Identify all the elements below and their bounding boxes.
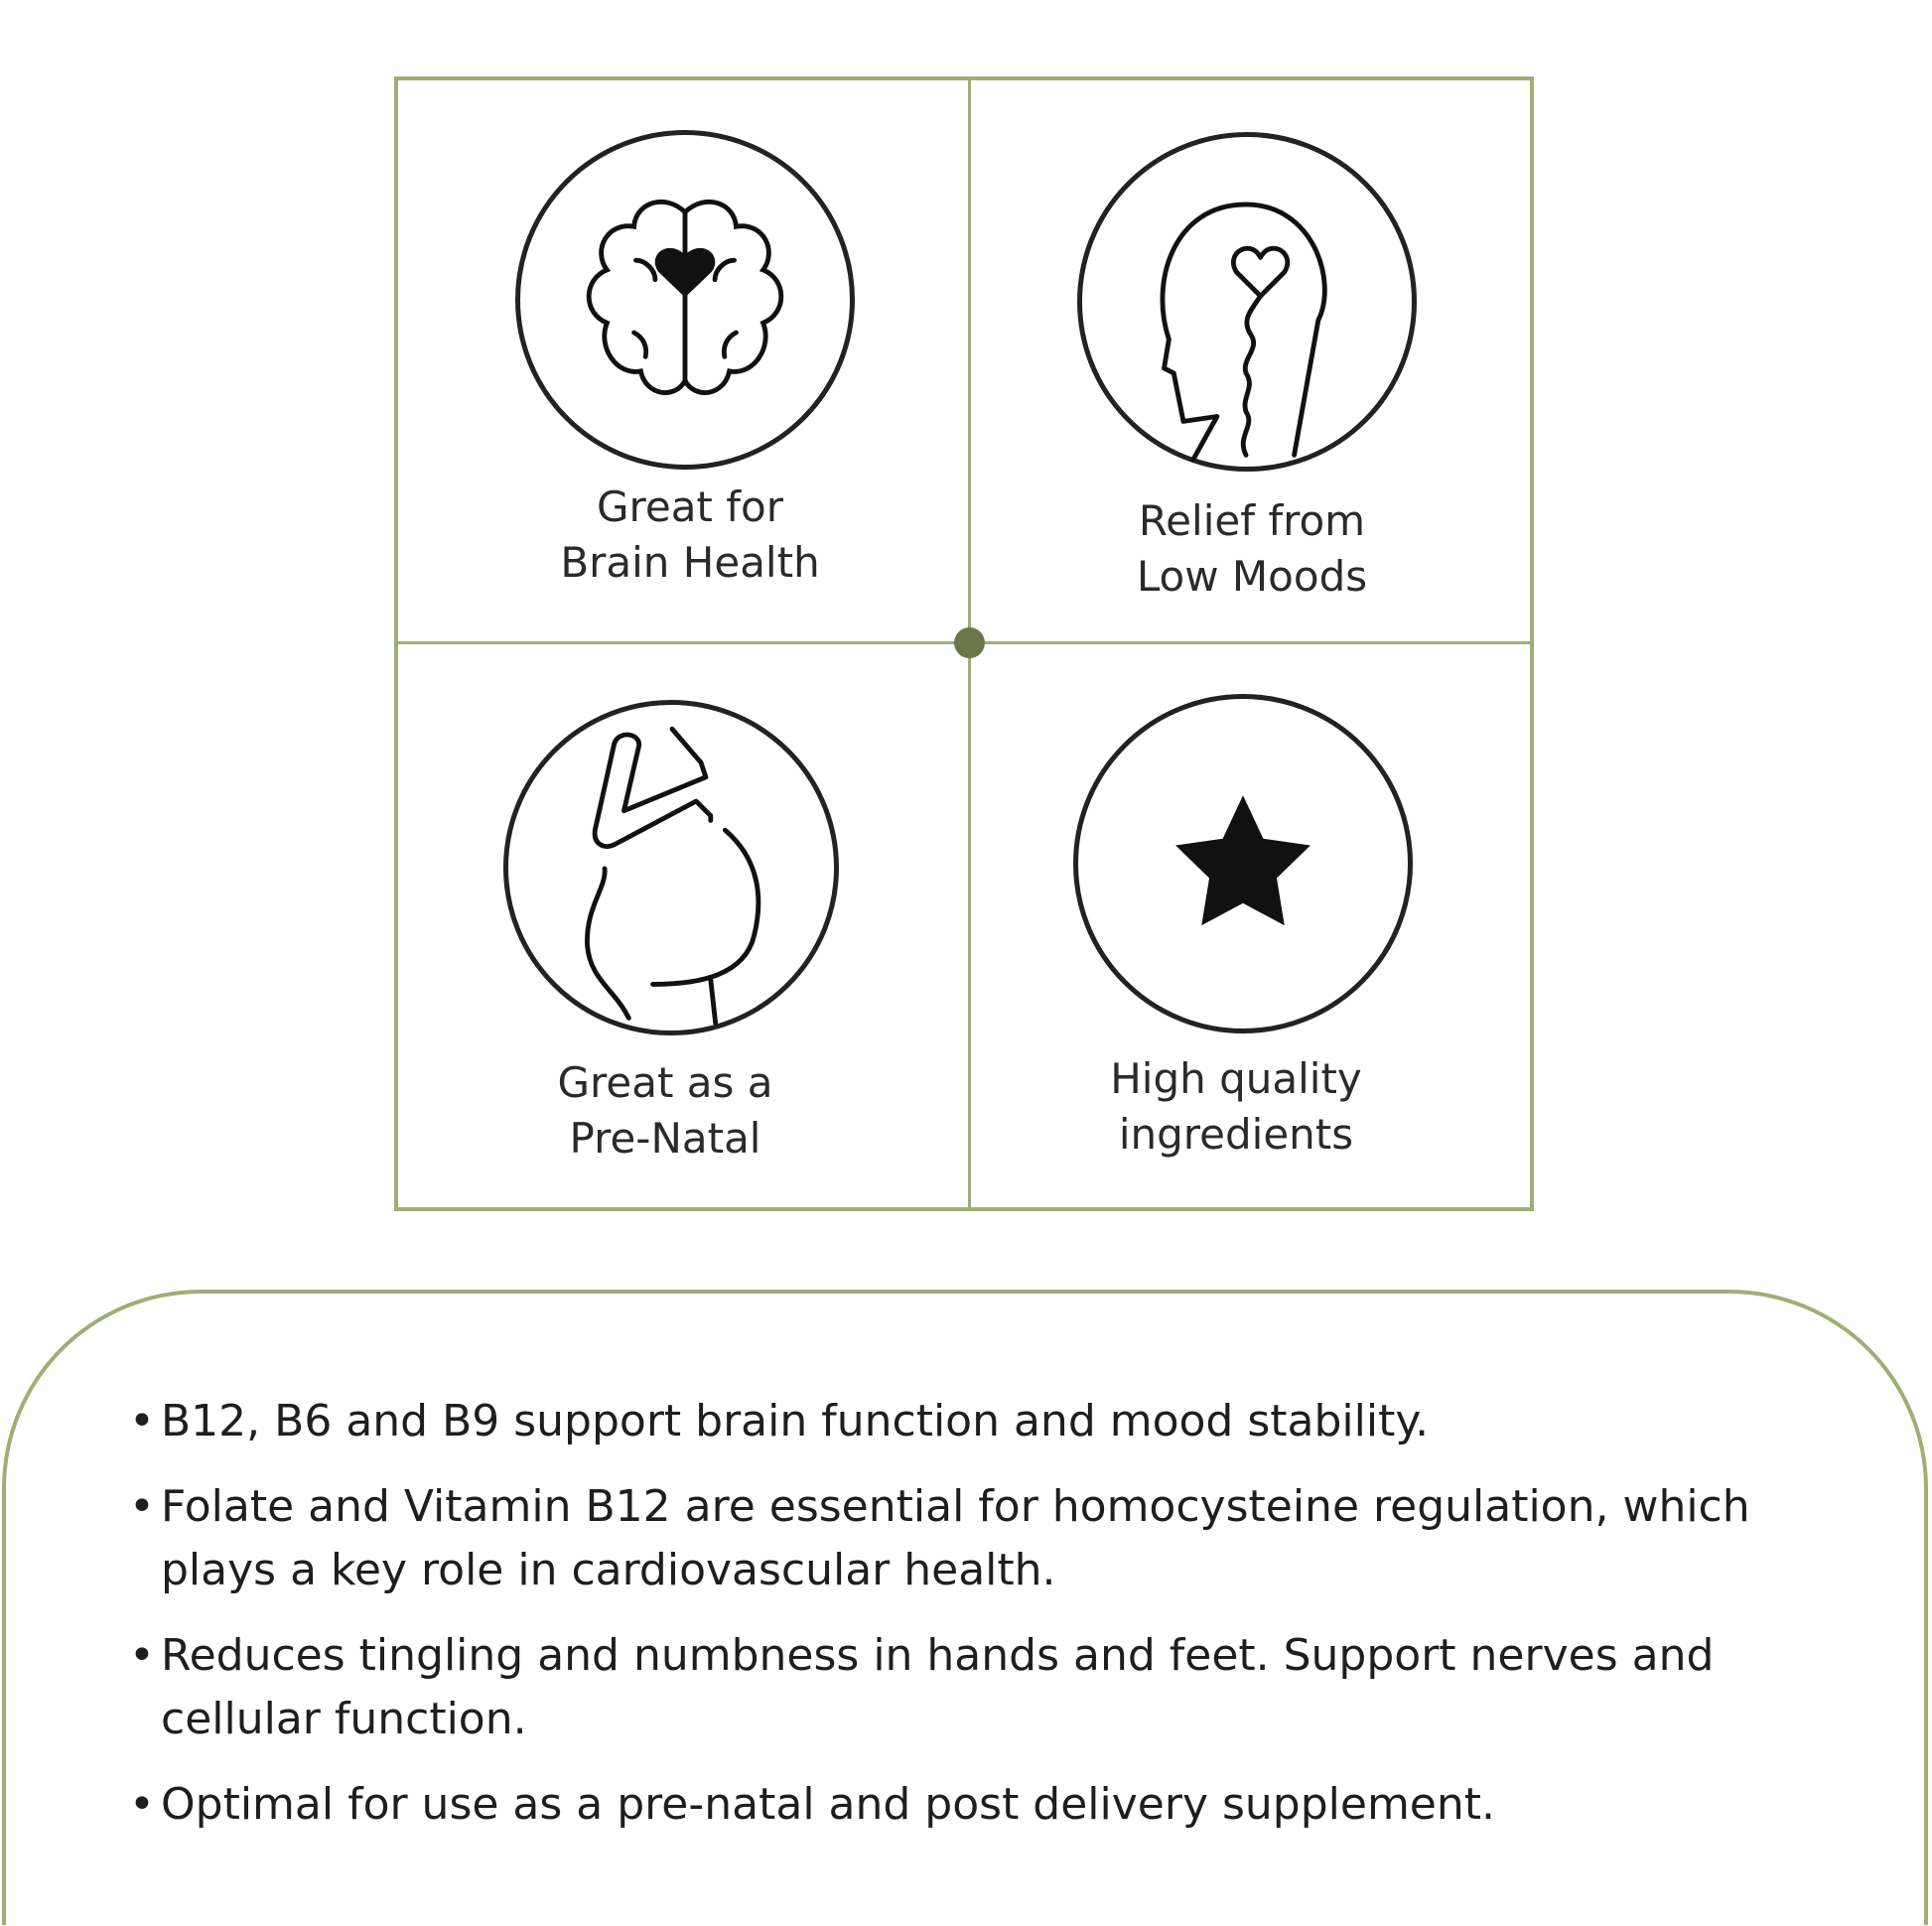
brain-heart-icon	[515, 130, 855, 470]
list-item: Folate and Vitamin B12 are essential for…	[129, 1475, 1817, 1602]
feature-label-pre-natal: Great as a Pre-Natal	[417, 1055, 913, 1167]
benefits-list: B12, B6 and B9 support brain function an…	[129, 1390, 1817, 1858]
pregnant-woman-icon	[503, 700, 839, 1035]
label-line: Low Moods	[1136, 552, 1368, 601]
list-item: Optimal for use as a pre-natal and post …	[129, 1773, 1817, 1837]
feature-label-low-moods: Relief from Low Moods	[1004, 493, 1500, 605]
list-item: Reduces tingling and numbness in hands a…	[129, 1624, 1817, 1751]
head-heart-icon	[1077, 132, 1417, 472]
list-item: B12, B6 and B9 support brain function an…	[129, 1390, 1817, 1453]
label-line: ingredients	[1118, 1110, 1354, 1159]
label-line: Relief from	[1138, 496, 1366, 545]
label-line: High quality	[1110, 1054, 1362, 1103]
label-line: Great for	[596, 482, 784, 531]
grid-center-dot	[954, 627, 985, 658]
star-icon	[1073, 694, 1413, 1033]
label-line: Great as a	[557, 1058, 773, 1107]
label-line: Pre-Natal	[569, 1114, 761, 1163]
feature-label-ingredients: High quality ingredients	[988, 1051, 1484, 1163]
benefits-panel	[2, 1290, 1928, 1925]
label-line: Brain Health	[560, 538, 820, 587]
feature-label-brain-health: Great for Brain Health	[442, 480, 938, 591]
